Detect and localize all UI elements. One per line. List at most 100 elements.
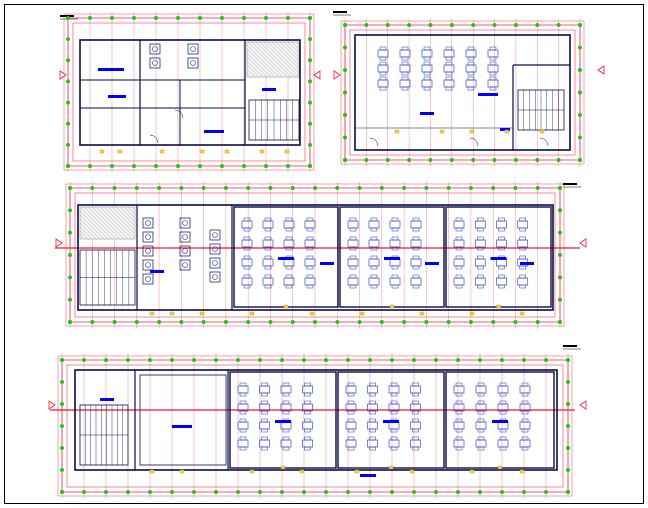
room-label xyxy=(492,420,508,423)
chair xyxy=(243,265,251,270)
grid-marker xyxy=(236,358,240,362)
chair xyxy=(477,265,484,270)
hatch-line xyxy=(79,230,89,240)
toilet-bowl xyxy=(145,276,151,282)
grid-marker xyxy=(60,380,64,384)
chair xyxy=(370,284,378,289)
hatch-line xyxy=(279,41,300,62)
chair xyxy=(423,61,431,66)
chair xyxy=(412,392,419,397)
door-tag xyxy=(354,469,360,474)
grid-marker xyxy=(343,68,347,72)
chair xyxy=(379,56,387,61)
grid-marker xyxy=(68,297,72,302)
room-label xyxy=(320,262,334,265)
grid-marker xyxy=(558,186,562,190)
chair xyxy=(455,400,463,405)
toilet-icon xyxy=(209,229,221,241)
chair xyxy=(261,400,268,405)
chair xyxy=(282,400,290,405)
grid-marker xyxy=(286,164,290,168)
chair xyxy=(349,246,357,251)
chair xyxy=(347,428,355,433)
grid-marker xyxy=(402,186,407,190)
chair xyxy=(467,56,475,61)
grid-marker xyxy=(535,320,540,324)
door-tag xyxy=(409,469,415,474)
grid-marker xyxy=(424,186,429,190)
grid-marker xyxy=(132,16,136,20)
hatch-line xyxy=(246,72,252,78)
chair xyxy=(306,236,314,241)
grid-marker xyxy=(407,23,412,27)
chair xyxy=(519,236,526,241)
grid-marker xyxy=(434,490,438,494)
chair xyxy=(264,274,272,279)
grid-marker xyxy=(170,358,174,362)
door-tag xyxy=(469,311,475,316)
toilet-bowl xyxy=(182,234,188,240)
chair xyxy=(347,410,355,415)
chair xyxy=(445,46,453,51)
door-tag xyxy=(179,469,185,474)
toilet-bowl xyxy=(145,220,151,226)
grid-marker xyxy=(68,186,72,190)
grid-marker xyxy=(236,490,240,494)
grid-marker xyxy=(268,186,273,190)
room-label xyxy=(98,68,124,71)
grid-marker xyxy=(468,320,473,324)
hatch-line xyxy=(247,41,284,78)
chair xyxy=(412,418,419,423)
room-label xyxy=(383,420,399,423)
grid-marker xyxy=(66,37,70,42)
chair xyxy=(423,46,431,51)
chair xyxy=(521,428,529,433)
grid-marker xyxy=(179,320,184,324)
chair xyxy=(261,382,268,387)
door-swing xyxy=(149,134,159,144)
door-tag xyxy=(497,465,503,470)
chair xyxy=(445,71,453,76)
chair xyxy=(261,410,268,415)
dimension-line xyxy=(340,20,585,165)
chair xyxy=(264,217,272,222)
chair xyxy=(282,382,290,387)
chair xyxy=(519,217,526,222)
grid-marker xyxy=(566,402,570,406)
toilet-bowl xyxy=(182,262,188,268)
toilet-bowl xyxy=(145,248,151,254)
grid-marker xyxy=(449,23,454,27)
grid-marker xyxy=(68,253,72,257)
chair xyxy=(304,382,311,387)
grid-marker xyxy=(492,158,497,162)
grid-marker xyxy=(223,186,228,190)
dimension-line xyxy=(63,13,315,171)
door-tag xyxy=(149,311,155,316)
chair xyxy=(285,265,293,270)
door-swing xyxy=(469,137,479,147)
chair xyxy=(499,410,507,415)
chair xyxy=(347,382,355,387)
chair xyxy=(489,61,497,66)
door-tag xyxy=(469,129,475,134)
grid-marker xyxy=(192,490,196,494)
grid-marker xyxy=(390,358,394,362)
room-label xyxy=(478,93,498,96)
grid-marker xyxy=(412,490,416,494)
chair xyxy=(477,217,484,222)
room-label xyxy=(275,420,291,423)
chair xyxy=(349,274,357,279)
chair xyxy=(412,428,419,433)
chair xyxy=(412,255,420,260)
grid-marker xyxy=(446,186,451,190)
hatch-line xyxy=(263,41,300,78)
grid-marker xyxy=(220,16,224,20)
chair xyxy=(489,76,497,81)
grid-marker xyxy=(578,68,582,72)
grid-marker xyxy=(134,186,139,190)
chair xyxy=(498,217,505,222)
grid-marker xyxy=(214,358,218,362)
grid-marker xyxy=(82,358,86,362)
chair xyxy=(243,227,251,232)
